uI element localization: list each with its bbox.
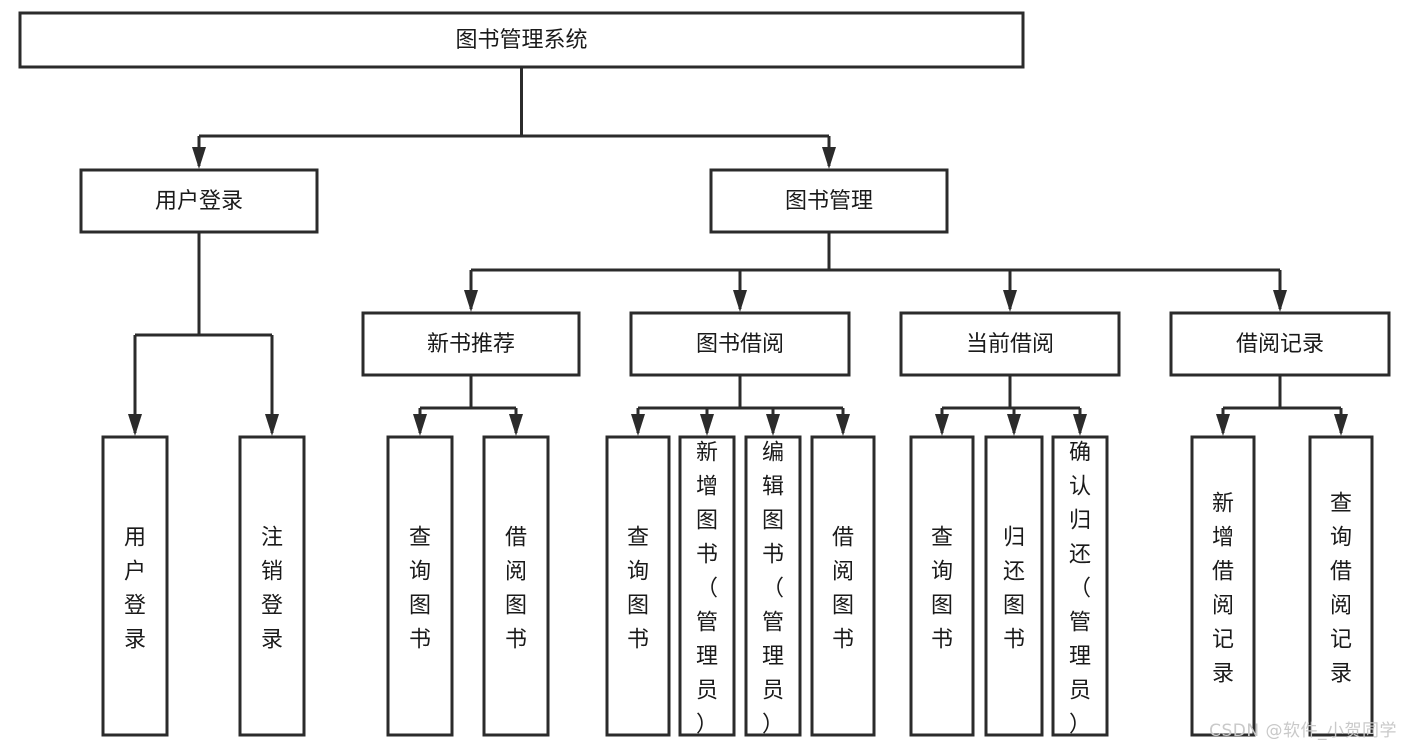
arrow-head-icon — [192, 147, 206, 169]
node-leaf-query-book-1[interactable]: 查询图书 — [386, 435, 454, 737]
arrow-head-icon — [509, 414, 523, 436]
node-label: 注销登录 — [261, 526, 283, 653]
node-box — [709, 168, 949, 234]
node-label: 借阅记录 — [1236, 332, 1324, 357]
node-box — [79, 168, 319, 234]
arrow-head-icon — [1073, 414, 1087, 436]
arrow-head-icon — [700, 414, 714, 436]
nodes-layer: 图书管理系统用户登录图书管理新书推荐图书借阅当前借阅借阅记录用户登录注销登录查询… — [18, 11, 1391, 738]
node-label: 归还图书 — [1003, 526, 1025, 653]
node-leaf-query-book-3[interactable]: 查询图书 — [909, 435, 975, 737]
node-label: 查询借阅记录 — [1330, 492, 1352, 687]
node-label: 图书管理系统 — [455, 28, 587, 53]
arrow-head-icon — [733, 290, 747, 312]
node-box — [984, 435, 1044, 737]
node-label: 新书推荐 — [427, 332, 515, 357]
node-box — [386, 435, 454, 737]
node-leaf-confirm-return[interactable]: 确认归还（管理员） — [1051, 435, 1109, 738]
node-box — [101, 435, 169, 737]
node-box — [238, 435, 306, 737]
arrow-head-icon — [1334, 414, 1348, 436]
node-leaf-add-book[interactable]: 新增图书（管理员） — [678, 435, 736, 738]
arrow-head-icon — [464, 290, 478, 312]
node-box — [605, 435, 671, 737]
node-book-borrow[interactable]: 图书借阅 — [629, 311, 851, 377]
node-box — [678, 435, 736, 737]
node-box — [629, 311, 851, 377]
node-borrow-record[interactable]: 借阅记录 — [1169, 311, 1391, 377]
node-label: 确认归还（管理员） — [1069, 441, 1091, 738]
node-label: 查询图书 — [627, 526, 649, 653]
arrow-head-icon — [1003, 290, 1017, 312]
node-box — [18, 11, 1025, 69]
node-current-borrow[interactable]: 当前借阅 — [899, 311, 1121, 377]
node-label: 新增借阅记录 — [1212, 492, 1234, 687]
node-box — [1169, 311, 1391, 377]
node-label: 新增图书（管理员） — [696, 441, 718, 738]
node-label: 当前借阅 — [966, 332, 1054, 357]
node-label: 借阅图书 — [832, 526, 854, 653]
node-label: 用户登录 — [124, 526, 146, 653]
arrow-head-icon — [1273, 290, 1287, 312]
node-leaf-user-logout[interactable]: 注销登录 — [238, 435, 306, 737]
arrow-head-icon — [766, 414, 780, 436]
arrow-head-icon — [1007, 414, 1021, 436]
node-box — [1190, 435, 1256, 737]
arrow-head-icon — [631, 414, 645, 436]
node-label: 用户登录 — [155, 189, 243, 214]
arrow-head-icon — [836, 414, 850, 436]
node-box — [744, 435, 802, 737]
arrow-head-icon — [265, 414, 279, 436]
arrow-head-icon — [822, 147, 836, 169]
node-label: 借阅图书 — [505, 526, 527, 653]
node-book-manage[interactable]: 图书管理 — [709, 168, 949, 234]
node-box — [361, 311, 581, 377]
node-leaf-return-book[interactable]: 归还图书 — [984, 435, 1044, 737]
node-label: 查询图书 — [931, 526, 953, 653]
node-label: 图书借阅 — [696, 332, 784, 357]
node-new-book-rec[interactable]: 新书推荐 — [361, 311, 581, 377]
node-leaf-edit-book[interactable]: 编辑图书（管理员） — [744, 435, 802, 738]
node-leaf-borrow-book-2[interactable]: 借阅图书 — [810, 435, 876, 737]
node-leaf-query-book-2[interactable]: 查询图书 — [605, 435, 671, 737]
node-label: 查询图书 — [409, 526, 431, 653]
arrow-head-icon — [413, 414, 427, 436]
connectors-layer — [128, 67, 1348, 436]
arrow-head-icon — [935, 414, 949, 436]
node-label: 编辑图书（管理员） — [762, 441, 784, 738]
node-box — [810, 435, 876, 737]
node-box — [1051, 435, 1109, 737]
node-leaf-borrow-book-1[interactable]: 借阅图书 — [482, 435, 550, 737]
node-box — [909, 435, 975, 737]
node-root-system[interactable]: 图书管理系统 — [18, 11, 1025, 69]
node-label: 图书管理 — [785, 189, 873, 214]
node-box — [1308, 435, 1374, 737]
node-user-login[interactable]: 用户登录 — [79, 168, 319, 234]
arrow-head-icon — [1216, 414, 1230, 436]
csdn-watermark: CSDN @软件_小贺同学 — [1209, 721, 1397, 741]
node-box — [899, 311, 1121, 377]
node-leaf-add-record[interactable]: 新增借阅记录 — [1190, 435, 1256, 737]
node-box — [482, 435, 550, 737]
arrow-head-icon — [128, 414, 142, 436]
node-leaf-query-record[interactable]: 查询借阅记录 — [1308, 435, 1374, 737]
node-leaf-user-login[interactable]: 用户登录 — [101, 435, 169, 737]
